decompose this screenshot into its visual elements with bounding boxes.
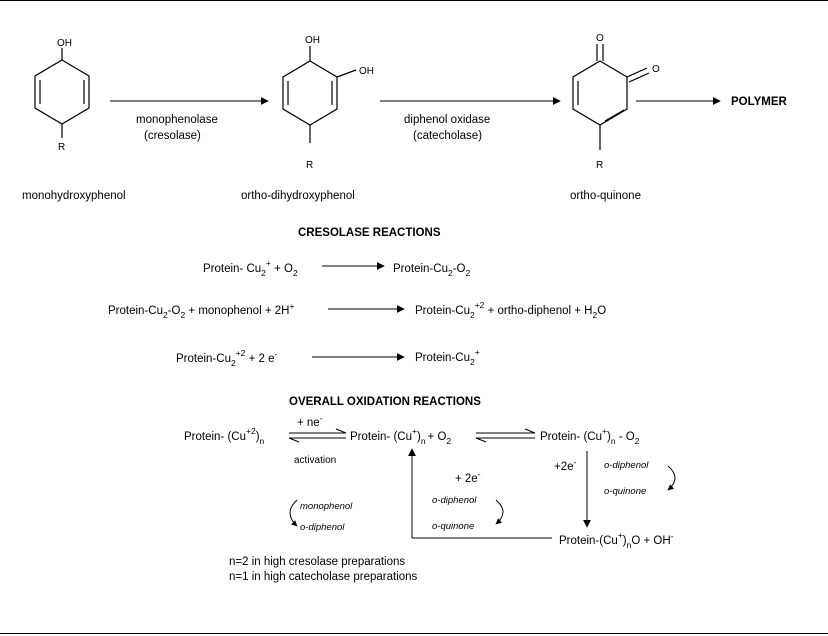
- cresolase-heading: CRESOLASE REACTIONS: [298, 227, 441, 239]
- oh-label-2: OH: [359, 66, 374, 77]
- o-diphenol-right-label: o-diphenol: [604, 460, 649, 471]
- monohydroxyphenol-label: monohydroxyphenol: [22, 190, 126, 202]
- plus-ne-label: + ne-: [297, 413, 323, 429]
- cresolase-r1-rhs: Protein-Cu2-O2: [393, 263, 470, 278]
- catecholase-label: (catecholase): [413, 130, 482, 142]
- oxygen-binding-forward-arrow: [476, 428, 536, 434]
- ortho-dihydroxyphenol-label: ortho-dihydroxyphenol: [241, 190, 355, 202]
- cresolase-r2-rhs: Protein-Cu2+2 + ortho-diphenol + H2O: [415, 300, 606, 320]
- plus-2e-right-label: +2e-: [554, 457, 577, 473]
- diphenol-to-quinone-right-curve: [667, 465, 676, 491]
- o-diphenol-left-label: o-diphenol: [300, 522, 345, 533]
- protein-cu-n-o2-complex: Protein- (Cu+)n - O2: [540, 426, 640, 446]
- top-border: [0, 0, 828, 1]
- monophenolase-label: monophenolase: [136, 114, 218, 126]
- r-label: R: [596, 160, 603, 171]
- diphenol-to-quinone-mid-curve: [495, 499, 504, 525]
- cresolase-label: (cresolase): [144, 130, 201, 142]
- activation-reverse-arrow: [288, 437, 346, 443]
- note-cresolase: n=2 in high cresolase preparations: [229, 556, 405, 568]
- plus-2e-mid-label: + 2e-: [455, 469, 481, 485]
- o-label-1: O: [596, 33, 604, 44]
- monophenol-left-label: monophenol: [300, 501, 353, 512]
- oh-label-1: OH: [305, 35, 320, 46]
- cresolase-r3-rhs: Protein-Cu2+: [415, 347, 480, 367]
- activation-forward-arrow: [289, 428, 347, 434]
- overall-heading: OVERALL OXIDATION REACTIONS: [289, 396, 481, 408]
- r-label: R: [58, 142, 65, 153]
- r-label: R: [306, 160, 313, 171]
- o-diphenol-mid-label: o-diphenol: [432, 495, 477, 506]
- bottom-border: [0, 633, 828, 634]
- o-label-2: O: [652, 64, 660, 75]
- ortho-quinone-label: ortho-quinone: [570, 190, 641, 202]
- activation-label: activation: [294, 455, 336, 466]
- cresolase-r3-lhs: Protein-Cu2+2 + 2 e-: [176, 348, 278, 368]
- ortho-quinone-structure: O O R: [572, 33, 660, 171]
- oh-label: OH: [57, 38, 72, 49]
- protein-cu-n-o2: Protein- (Cu+)n+ O2: [350, 426, 451, 446]
- protein-cu-n-o-oh: Protein-(Cu+)nO + OH-: [559, 530, 674, 550]
- monohydroxyphenol-structure: OH R: [34, 38, 90, 153]
- polymer-label: POLYMER: [731, 96, 788, 108]
- note-catecholase: n=1 in high catecholase preparations: [229, 571, 418, 583]
- o-quinone-mid-label: o-quinone: [432, 521, 474, 532]
- protein-cu2-n: Protein- (Cu+2)n: [184, 426, 265, 446]
- o-quinone-right-label: o-quinone: [604, 486, 646, 497]
- monophenol-to-diphenol-curve: [289, 499, 298, 527]
- diphenol-oxidase-label: diphenol oxidase: [404, 114, 490, 126]
- ortho-dihydroxyphenol-structure: OH OH R: [282, 35, 374, 171]
- cresolase-r2-lhs: Protein-Cu2-O2 + monophenol + 2H+: [108, 301, 294, 320]
- cresolase-r1-lhs: Protein- Cu2+ + O2: [203, 258, 298, 278]
- oxygen-binding-reverse-arrow: [475, 437, 535, 443]
